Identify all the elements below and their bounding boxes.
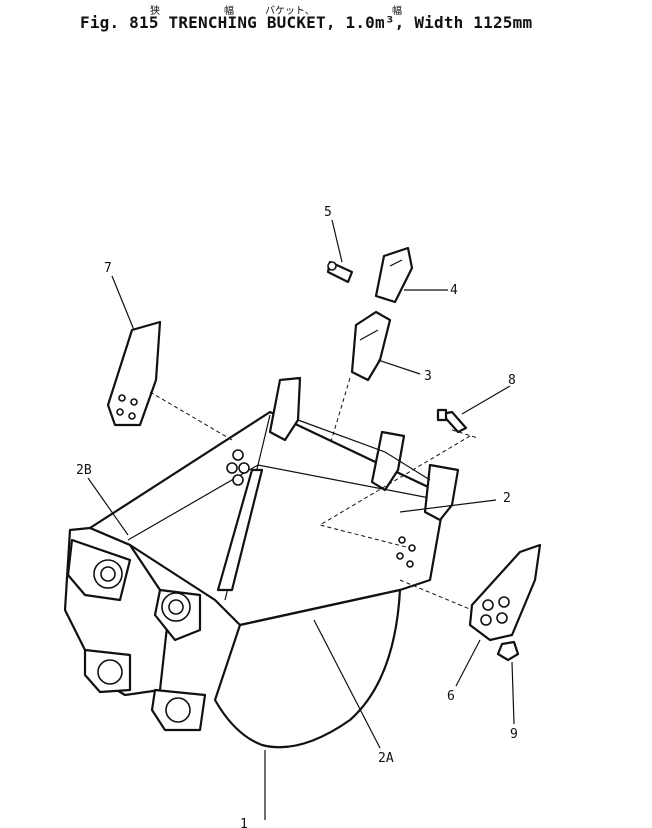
part-nut-9 bbox=[496, 640, 520, 662]
jp-word-width: 幅 bbox=[224, 6, 234, 17]
part-side-cutter-7 bbox=[106, 320, 162, 427]
callout-5: 5 bbox=[324, 205, 332, 220]
callout-labels: 1 2 2A 2B 3 4 5 6 7 8 9 bbox=[76, 205, 518, 828]
jp-word-narrow: 狭 bbox=[150, 6, 160, 17]
callout-2b: 2B bbox=[76, 463, 92, 478]
callout-9: 9 bbox=[510, 727, 518, 742]
jp-word-bucket: バケット、 bbox=[265, 6, 315, 17]
callout-4: 4 bbox=[450, 283, 458, 298]
jp-word-width-2: 幅 bbox=[392, 6, 402, 17]
callout-7: 7 bbox=[104, 261, 112, 276]
callout-8: 8 bbox=[508, 373, 516, 388]
bucket-body bbox=[63, 376, 460, 749]
part-bolt-8 bbox=[436, 408, 468, 434]
callout-2a: 2A bbox=[378, 751, 394, 766]
callout-2: 2 bbox=[503, 491, 511, 506]
callout-6: 6 bbox=[447, 689, 455, 704]
figure-title: Fig. 815 TRENCHING BUCKET, 1.0m³, Width … bbox=[80, 13, 533, 32]
part-side-cutter-6 bbox=[468, 543, 542, 642]
part-tooth-3 bbox=[350, 310, 392, 382]
leader-lines bbox=[87, 219, 515, 820]
callout-1: 1 bbox=[240, 817, 248, 828]
japanese-title-row: 狭 幅 バケット、 幅 bbox=[0, 0, 652, 17]
part-tooth-4 bbox=[374, 246, 414, 304]
part-pin-5 bbox=[326, 260, 354, 284]
callout-3: 3 bbox=[424, 369, 432, 384]
